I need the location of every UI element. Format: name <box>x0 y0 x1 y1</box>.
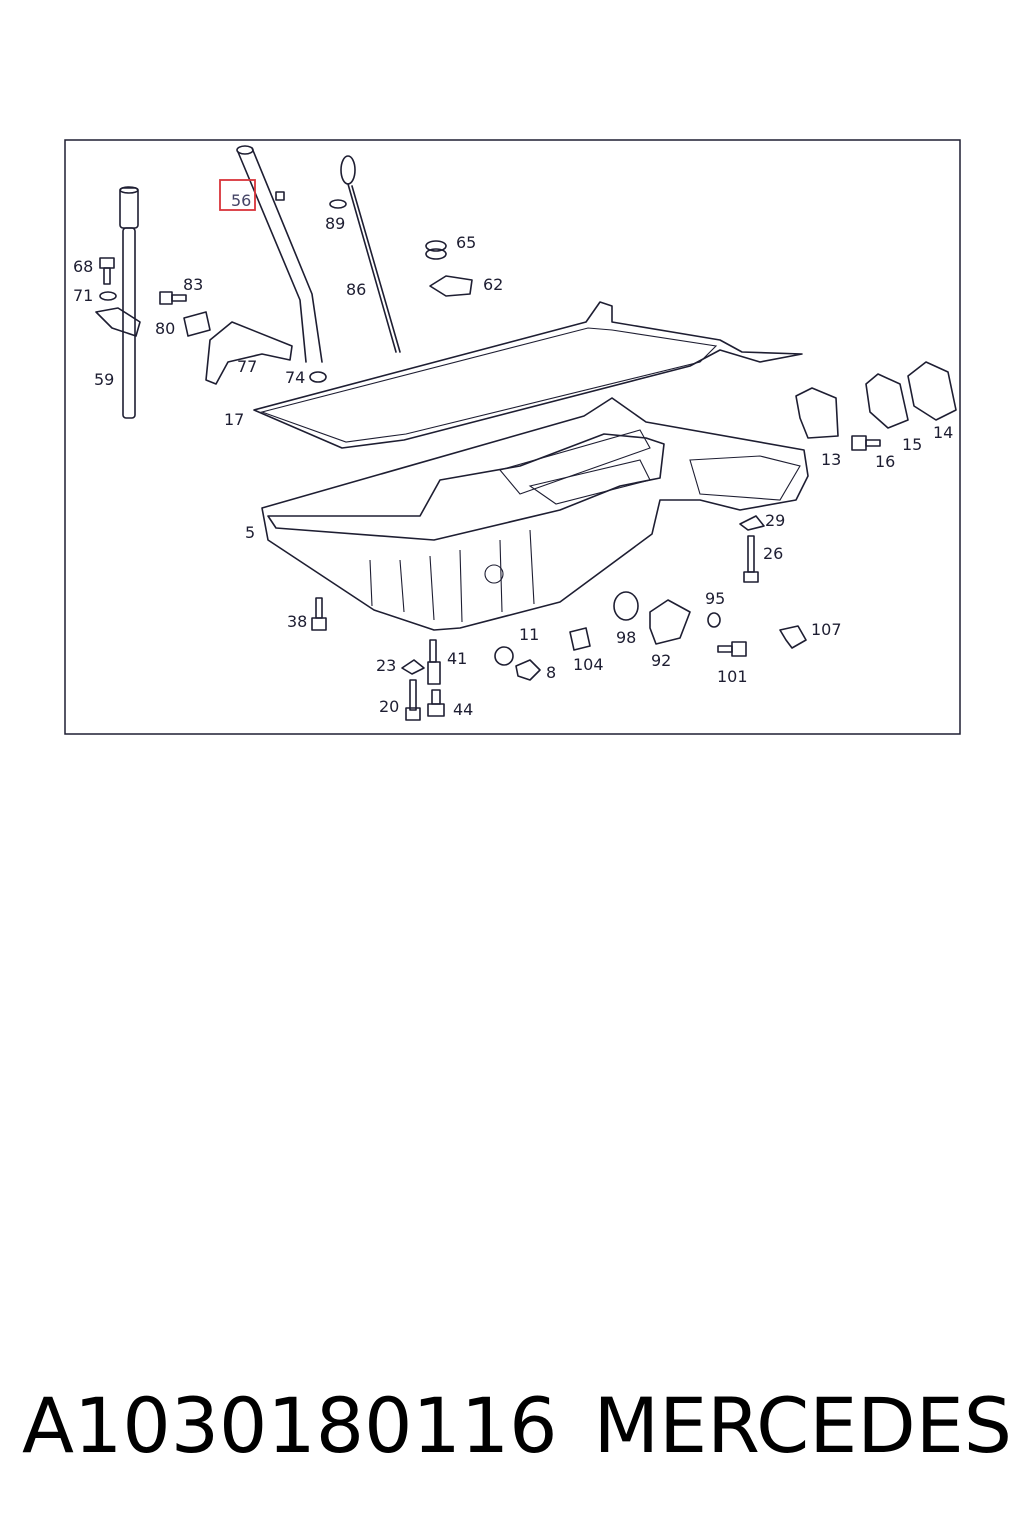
callout-5: 5 <box>245 523 255 542</box>
callout-68: 68 <box>73 257 93 276</box>
callout-15: 15 <box>902 435 922 454</box>
part-14-cover <box>907 361 957 421</box>
brand-name: MERCEDES <box>593 1380 1012 1470</box>
part-107-clip <box>779 625 807 649</box>
highlight-box-56 <box>219 179 256 211</box>
part-56-filler-pipe <box>236 145 323 363</box>
callout-17: 17 <box>224 410 244 429</box>
part-95-washer <box>707 612 721 628</box>
callout-77: 77 <box>237 357 257 376</box>
part-83-bolt <box>159 291 187 305</box>
callout-26: 26 <box>763 544 783 563</box>
part-29-washer <box>739 515 765 531</box>
callout-8: 8 <box>546 663 556 682</box>
part-86-dipstick <box>340 155 401 353</box>
part-68-bolt <box>99 257 115 285</box>
diagram-frame <box>64 139 961 735</box>
callout-80: 80 <box>155 319 175 338</box>
part-74-seal <box>309 371 327 383</box>
callout-13: 13 <box>821 450 841 469</box>
part-38-bolt <box>311 597 327 631</box>
part-20-bolt <box>405 679 421 721</box>
callout-41: 41 <box>447 649 467 668</box>
part-59-tube <box>95 186 141 419</box>
part-101-bolt <box>717 641 747 657</box>
callout-107: 107 <box>811 620 842 639</box>
part-65-grommet <box>425 240 447 260</box>
part-104-clip <box>569 627 591 651</box>
part-89-ring <box>329 199 347 209</box>
callout-labels: 56 89 65 62 86 68 83 71 80 77 59 74 17 1… <box>73 191 953 719</box>
part-26-bolt <box>743 535 759 583</box>
part-15-cover <box>865 373 909 429</box>
callout-14: 14 <box>933 423 953 442</box>
part-62-holder <box>429 275 473 297</box>
callout-92: 92 <box>651 651 671 670</box>
callout-56: 56 <box>231 191 251 210</box>
part-number: A1030180116 <box>22 1380 558 1470</box>
callout-11: 11 <box>519 625 539 644</box>
callout-89: 89 <box>325 214 345 233</box>
part-41-stud <box>427 639 441 685</box>
part-17-gasket <box>253 301 803 449</box>
callout-38: 38 <box>287 612 307 631</box>
part-8-plug <box>515 659 541 681</box>
callout-83: 83 <box>183 275 203 294</box>
exploded-parts-diagram: 56 89 65 62 86 68 83 71 80 77 59 74 17 1… <box>64 139 961 735</box>
callout-101: 101 <box>717 667 748 686</box>
part-11-ring <box>494 646 514 666</box>
callout-16: 16 <box>875 452 895 471</box>
part-80-clip <box>183 311 211 337</box>
callout-29: 29 <box>765 511 785 530</box>
part-92-filter <box>649 599 691 645</box>
part-23-washer <box>401 659 425 675</box>
part-71-washer <box>99 291 117 301</box>
callout-44: 44 <box>453 700 473 719</box>
callout-62: 62 <box>483 275 503 294</box>
callout-86: 86 <box>346 280 366 299</box>
callout-104: 104 <box>573 655 604 674</box>
part-44-nut <box>427 689 445 717</box>
callout-20: 20 <box>379 697 399 716</box>
callout-59: 59 <box>94 370 114 389</box>
callout-71: 71 <box>73 286 93 305</box>
part-98-ring <box>613 591 639 621</box>
callout-95: 95 <box>705 589 725 608</box>
callout-65: 65 <box>456 233 476 252</box>
part-16-bolt <box>851 435 881 451</box>
callout-98: 98 <box>616 628 636 647</box>
part-77-bracket <box>205 321 293 385</box>
part-caption: A1030180116 MERCEDES <box>22 1370 1012 1480</box>
callout-23: 23 <box>376 656 396 675</box>
callout-74: 74 <box>285 368 305 387</box>
part-13-cover <box>795 387 839 439</box>
part-5-oil-pan <box>261 397 809 631</box>
